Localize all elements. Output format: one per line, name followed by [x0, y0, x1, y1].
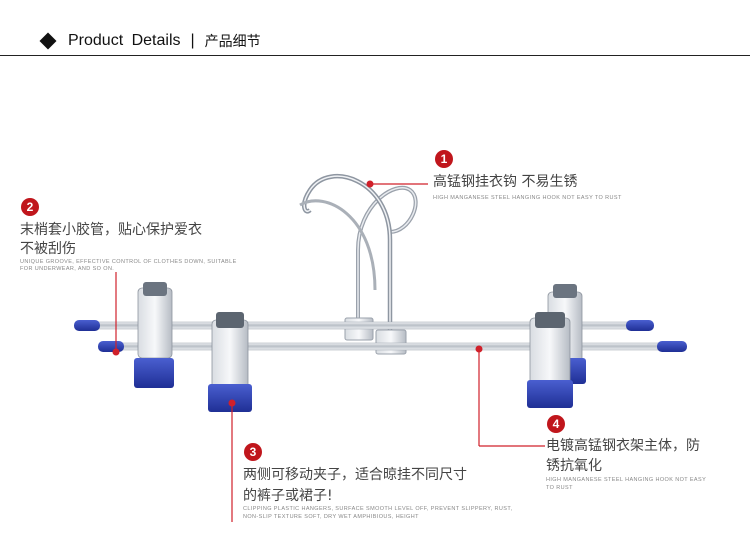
header-separator: |	[190, 32, 195, 49]
callout-badge-3: 3	[244, 443, 262, 461]
hook-back	[356, 185, 418, 335]
leader-line-4	[475, 345, 545, 447]
callout-4-subtitle-line2: TO RUST	[546, 485, 573, 491]
center-clamp-front	[375, 329, 407, 355]
clip-right-front	[527, 312, 573, 408]
header-title: Product Details	[68, 32, 181, 49]
callout-3-subtitle-line1: CLIPPING PLASTIC HANGERS, SURFACE SMOOTH…	[243, 506, 513, 512]
header-title-cn: 产品细节	[204, 34, 261, 50]
callout-2-title-line2: 不被刮伤	[20, 241, 76, 257]
callout-3-title-line2: 的裤子或裙子!	[243, 488, 333, 504]
callout-1-title: 高锰钢挂衣钩 不易生锈	[433, 174, 578, 190]
hook-front	[299, 173, 393, 340]
callout-badge-2: 2	[21, 198, 39, 216]
leader-line-1	[366, 180, 428, 188]
header-divider	[0, 55, 750, 56]
clip-left-front	[208, 312, 252, 412]
callout-4-subtitle-line1: HIGH MANGANESE STEEL HANGING HOOK NOT EA…	[546, 477, 707, 483]
section-header: Product Details | 产品细节	[39, 26, 261, 56]
leader-line-2	[112, 272, 120, 356]
callout-4-title-line1: 电镀高锰钢衣架主体，防	[546, 438, 700, 454]
clip-left-back	[134, 282, 174, 388]
front-bar	[98, 341, 687, 352]
leader-line-3	[228, 399, 236, 522]
callout-badge-4: 4	[547, 415, 565, 433]
callout-badge-1: 1	[435, 150, 453, 168]
callout-3-title-line1: 两侧可移动夹子，适合晾挂不同尺寸	[243, 467, 467, 483]
callout-1-subtitle: HIGH MANGANESE STEEL HANGING HOOK NOT EA…	[433, 195, 622, 201]
callout-2-subtitle-line1: UNIQUE GROOVE, EFFECTIVE CONTROL OF CLOT…	[20, 259, 237, 265]
callout-4-title-line2: 锈抗氧化	[546, 458, 602, 474]
callout-2-title-line1: 末梢套小胶管，贴心保护爱衣	[20, 222, 202, 238]
callout-3-subtitle-line2: NON-SLIP TEXTURE SOFT, DRY WET AMPHIBIOU…	[243, 514, 419, 520]
callout-2-subtitle-line2: FOR UNDERWEAR, AND SO ON.	[20, 266, 115, 272]
